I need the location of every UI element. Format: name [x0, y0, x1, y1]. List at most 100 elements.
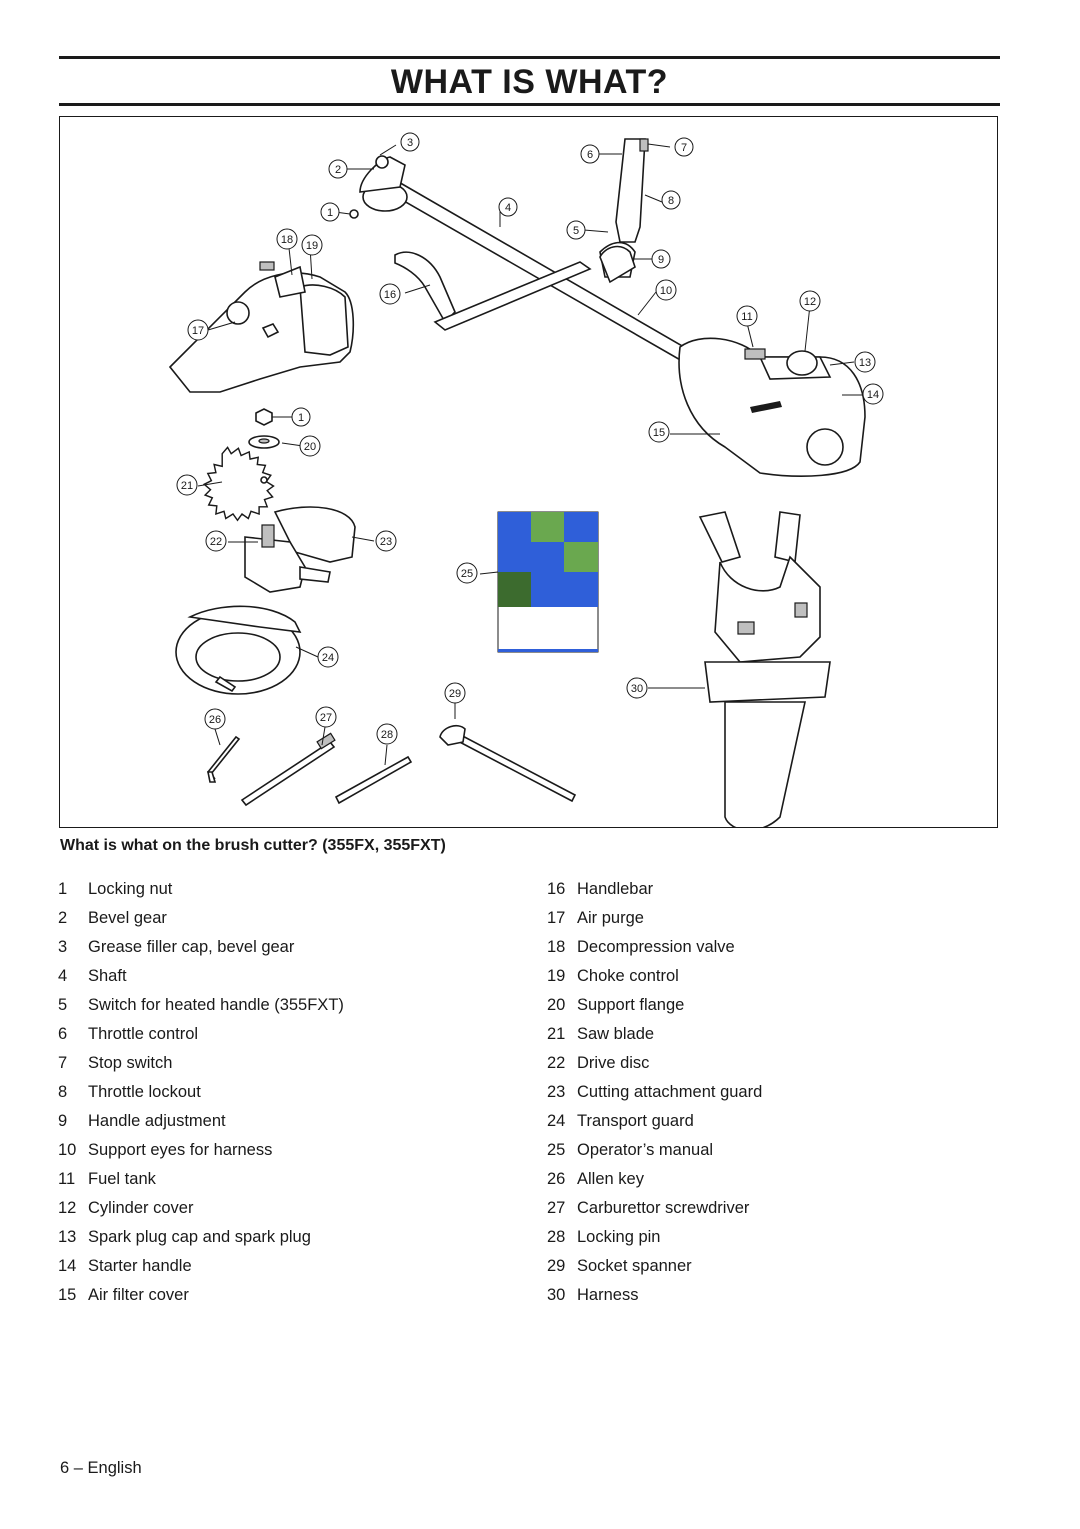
svg-text:27: 27 [320, 712, 332, 724]
svg-text:1: 1 [327, 207, 333, 219]
callout-23: 23 [375, 530, 397, 552]
callout-4: 4 [498, 197, 518, 217]
svg-text:11: 11 [741, 311, 752, 323]
svg-text:30: 30 [631, 683, 643, 695]
callout-22: 22 [205, 530, 227, 552]
svg-text:24: 24 [322, 652, 334, 664]
callout-28: 28 [376, 723, 398, 745]
throttle-handle-drawing [599, 138, 649, 284]
callout-25: 25 [456, 562, 478, 584]
callout-27: 27 [315, 706, 337, 728]
operators-manual-drawing [497, 511, 599, 653]
callout-5: 5 [566, 220, 586, 240]
svg-text:7: 7 [681, 142, 687, 154]
blade-assembly-drawing [202, 408, 280, 522]
callout-26: 26 [204, 708, 226, 730]
callout-6: 6 [580, 144, 600, 164]
callout-1b: 1 [291, 407, 311, 427]
svg-text:13: 13 [859, 357, 871, 369]
svg-text:14: 14 [867, 389, 879, 401]
svg-text:28: 28 [381, 729, 393, 741]
svg-text:18: 18 [281, 234, 293, 246]
harness-drawing [698, 511, 831, 827]
svg-text:21: 21 [181, 480, 193, 492]
callout-11: 11 [736, 305, 758, 327]
tools-drawing [206, 725, 577, 807]
svg-text:25: 25 [461, 568, 473, 580]
engine-right-drawing [678, 337, 866, 477]
svg-text:19: 19 [306, 240, 318, 252]
svg-text:16: 16 [384, 289, 396, 301]
svg-text:4: 4 [505, 202, 511, 214]
svg-text:8: 8 [668, 195, 674, 207]
callout-30: 30 [626, 677, 648, 699]
callout-18: 18 [276, 228, 298, 250]
page-footer: 6 – English [60, 1459, 142, 1477]
svg-text:12: 12 [804, 296, 816, 308]
svg-text:20: 20 [304, 441, 316, 453]
svg-text:15: 15 [653, 427, 665, 439]
callout-29: 29 [444, 682, 466, 704]
svg-text:1: 1 [298, 412, 304, 424]
svg-text:9: 9 [658, 254, 664, 266]
callout-8: 8 [661, 190, 681, 210]
svg-text:22: 22 [210, 536, 222, 548]
parts-caption: What is what on the brush cutter? (355FX… [60, 837, 446, 854]
svg-text:3: 3 [407, 137, 413, 149]
callout-7: 7 [674, 137, 694, 157]
title-top-rule [59, 56, 1000, 59]
parts-illustration: 1 2 3 4 5 6 7 8 9 10 11 12 13 14 15 16 1… [59, 116, 998, 828]
engine-left-drawing [168, 261, 355, 393]
callout-1a: 1 [320, 202, 340, 222]
callout-21: 21 [176, 474, 198, 496]
svg-text:2: 2 [335, 164, 341, 176]
svg-text:26: 26 [209, 714, 221, 726]
callout-19: 19 [301, 234, 323, 256]
svg-text:10: 10 [660, 285, 672, 297]
callout-24: 24 [317, 646, 339, 668]
svg-text:17: 17 [192, 325, 204, 337]
svg-text:6: 6 [587, 149, 593, 161]
brush-cutter-exploded-drawing: 1 2 3 4 5 6 7 8 9 10 11 12 13 14 15 16 1… [168, 132, 884, 827]
transport-guard-drawing [175, 605, 302, 695]
page-title: WHAT IS WHAT? [390, 63, 669, 101]
callout-3: 3 [400, 132, 420, 152]
callout-13: 13 [854, 351, 876, 373]
cutting-guard-drawing [244, 506, 356, 593]
title-bottom-rule [59, 103, 1000, 106]
callout-12: 12 [799, 290, 821, 312]
svg-text:29: 29 [449, 688, 461, 700]
callout-2: 2 [328, 159, 348, 179]
svg-text:5: 5 [573, 225, 579, 237]
callout-9: 9 [651, 249, 671, 269]
callout-16: 16 [379, 283, 401, 305]
